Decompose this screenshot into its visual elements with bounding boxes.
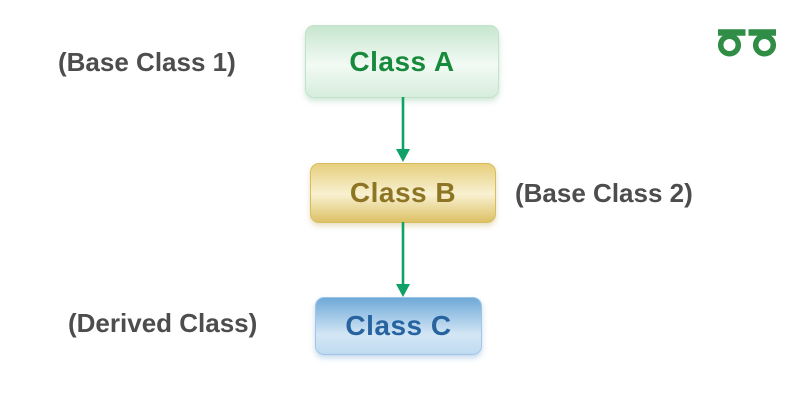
node-class-c: Class C (315, 297, 482, 355)
node-class-b-label: Class B (349, 177, 457, 208)
annotation-base-class-2: (Base Class 2) (515, 178, 693, 208)
node-class-b: Class B (310, 163, 496, 223)
node-class-a-label: Class A (349, 45, 455, 77)
node-class-c-label: Class C (345, 310, 452, 341)
arrow-b-to-c-icon (396, 222, 410, 297)
annotation-derived-class: (Derived Class) (68, 308, 258, 338)
arrow-a-to-b-icon (396, 97, 410, 162)
geeksforgeeks-logo-icon (717, 29, 777, 57)
node-class-a: Class A (305, 25, 499, 98)
annotation-base-class-1: (Base Class 1) (58, 47, 236, 77)
